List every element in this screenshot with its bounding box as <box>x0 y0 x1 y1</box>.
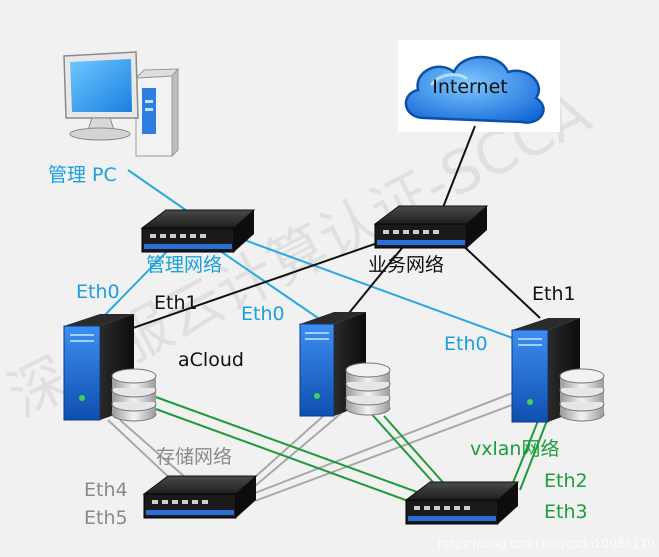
mgmt-line-right <box>227 233 519 341</box>
biz-line-mid <box>344 247 403 319</box>
mgmt-line-pc <box>127 169 191 214</box>
mgmt-line-mid <box>209 243 319 319</box>
mgmt-net-label: 管理网络 <box>146 254 222 276</box>
internet-label: Internet <box>432 76 507 98</box>
vxlan-net-label: vxlan网络 <box>470 438 559 460</box>
acloud-label: aCloud <box>178 349 244 371</box>
vxlan-line-1 <box>141 391 429 497</box>
mgmt-line-left <box>103 239 179 317</box>
eth5-label: Eth5 <box>84 507 128 529</box>
vxlan-line-5 <box>509 415 541 491</box>
eth1-left-label: Eth1 <box>154 292 198 314</box>
vxlan-line-6 <box>519 417 549 491</box>
mgmt-pc-label: 管理 PC <box>48 164 117 186</box>
biz-line-internet <box>439 125 476 216</box>
vxlan-switch-icon <box>404 481 520 525</box>
storage-line-5 <box>254 391 516 494</box>
eth3-label: Eth3 <box>544 501 588 523</box>
management-pc-icon <box>63 51 180 158</box>
biz-switch-icon <box>373 205 489 249</box>
eth4-label: Eth4 <box>84 479 128 501</box>
internet-cloud-icon <box>404 55 545 124</box>
disk-stack-left-icon <box>111 368 157 422</box>
disk-stack-right-icon <box>559 368 605 422</box>
vxlan-line-2 <box>141 403 423 507</box>
biz-net-label: 业务网络 <box>368 254 444 276</box>
storage-line-1 <box>107 419 177 485</box>
connection-lines <box>103 125 549 507</box>
vxlan-line-4 <box>383 415 449 489</box>
biz-line-right <box>454 237 541 319</box>
storage-line-6 <box>254 401 521 502</box>
storage-line-2 <box>119 419 187 479</box>
biz-line-left <box>103 237 393 339</box>
storage-switch-icon <box>142 475 258 519</box>
eth1-right-label: Eth1 <box>532 283 576 305</box>
eth0-mid-label: Eth0 <box>241 303 285 325</box>
watermark-footer: https://blog.csdn.net/csdn10086110 <box>437 537 655 551</box>
vxlan-line-3 <box>367 409 441 491</box>
eth2-label: Eth2 <box>544 470 588 492</box>
eth0-left-label: Eth0 <box>76 281 120 303</box>
mgmt-switch-icon <box>140 209 256 253</box>
storage-net-label: 存储网络 <box>156 446 232 468</box>
eth0-right-label: Eth0 <box>444 333 488 355</box>
disk-stack-mid-icon <box>345 362 391 416</box>
